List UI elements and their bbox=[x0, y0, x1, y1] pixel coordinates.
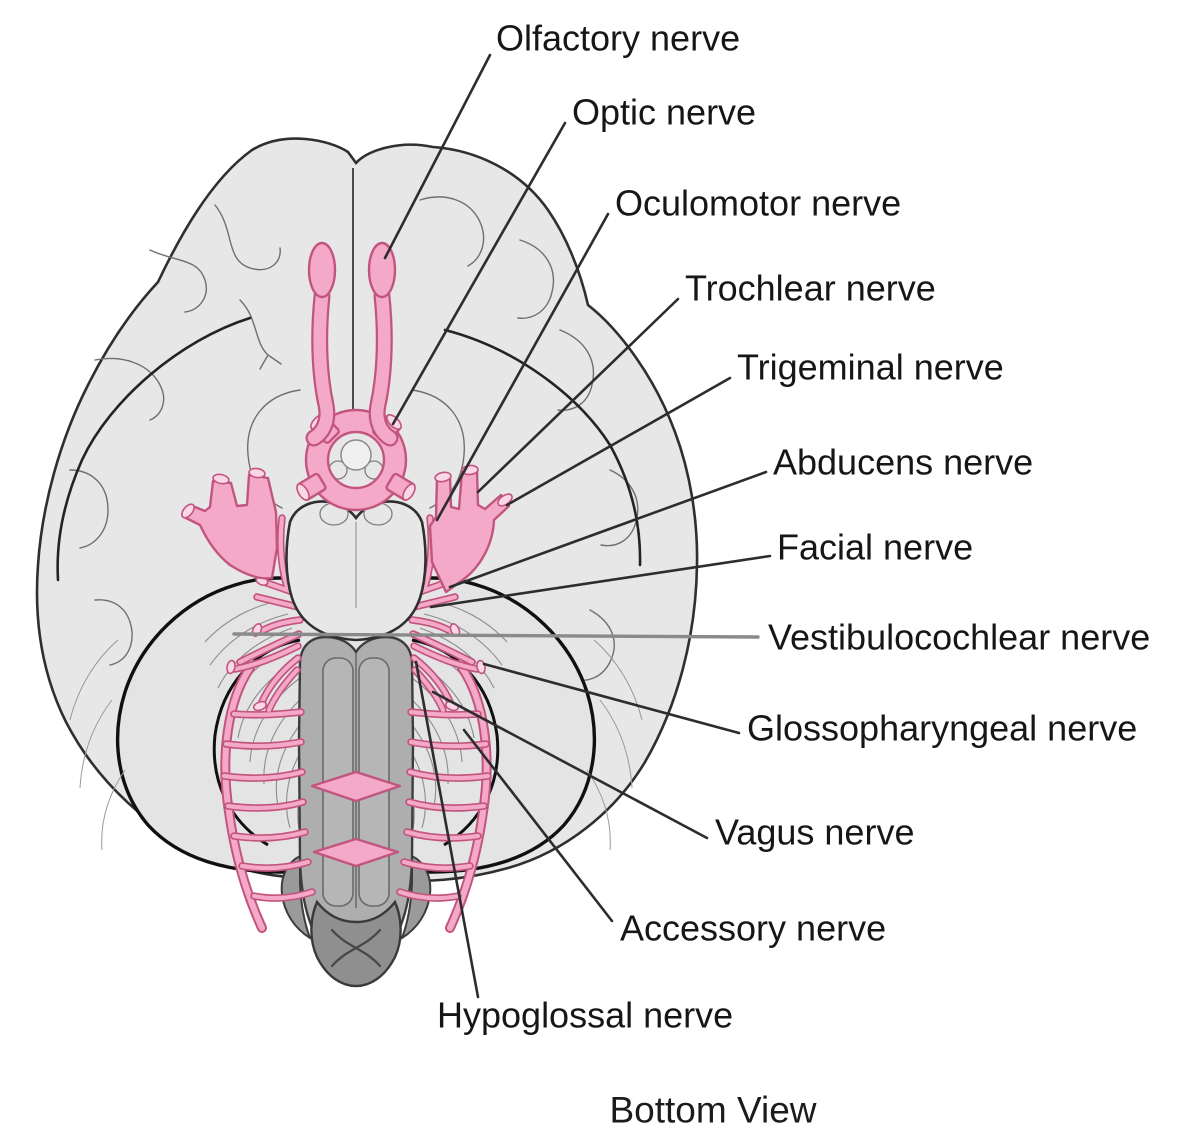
oculomotor-stub-left bbox=[296, 472, 327, 501]
cone-x-suture bbox=[330, 928, 382, 968]
brainstem-spinal-cord bbox=[280, 635, 432, 988]
olfactory-tracts-bulbs bbox=[305, 241, 399, 447]
leader-olfactory bbox=[383, 53, 492, 260]
label-facial-nerve: Facial nerve bbox=[777, 527, 973, 568]
decussation-band-lower bbox=[312, 837, 400, 868]
caption-bottom-view: Bottom View bbox=[609, 1090, 816, 1131]
label-olfactory-nerve: Olfactory nerve bbox=[496, 18, 740, 59]
leader-abducens bbox=[448, 470, 768, 589]
temporal-lobe-outline-left bbox=[56, 316, 252, 582]
leader-glossopharyngeal bbox=[482, 662, 741, 735]
oculomotor-stub-right bbox=[385, 472, 416, 501]
leader-trigeminal bbox=[505, 376, 732, 507]
occipital-fold-lines bbox=[69, 639, 643, 851]
label-vestibulocochlear-nerve: Vestibulocochlear nerve bbox=[768, 617, 1150, 658]
temporal-lobe-outline-right bbox=[443, 328, 642, 567]
label-trochlear-nerve: Trochlear nerve bbox=[685, 268, 936, 309]
label-accessory-nerve: Accessory nerve bbox=[620, 908, 886, 949]
accessory-trunk bbox=[222, 665, 490, 931]
leader-accessory bbox=[462, 728, 614, 923]
leader-vestibulocochlear bbox=[232, 632, 760, 639]
olfactory-bulb-left bbox=[307, 241, 337, 299]
label-oculomotor-nerve: Oculomotor nerve bbox=[615, 183, 901, 224]
decussation-band-upper bbox=[310, 770, 402, 803]
label-glossopharyngeal-nerve: Glossopharyngeal nerve bbox=[747, 708, 1137, 749]
pituitary-infundibulum bbox=[340, 439, 372, 471]
leader-oculomotor bbox=[435, 212, 610, 522]
leader-vagus bbox=[431, 690, 709, 840]
label-hypoglossal-nerve: Hypoglossal nerve bbox=[437, 995, 733, 1036]
leader-facial bbox=[429, 554, 772, 609]
cranial-nerve-rootlets bbox=[220, 514, 492, 933]
leader-trochlear bbox=[476, 297, 680, 494]
label-abducens-nerve: Abducens nerve bbox=[773, 442, 1033, 483]
rootlet-tubes bbox=[221, 515, 491, 901]
label-vagus-nerve: Vagus nerve bbox=[715, 812, 914, 853]
label-optic-nerve: Optic nerve bbox=[572, 92, 756, 133]
label-trigeminal-nerve: Trigeminal nerve bbox=[737, 347, 1004, 388]
olfactory-bulb-right bbox=[367, 241, 397, 299]
leader-hypoglossal bbox=[414, 660, 480, 999]
trigeminal-nerve-left bbox=[181, 467, 279, 580]
leader-lines bbox=[232, 53, 772, 999]
leader-optic bbox=[391, 121, 567, 426]
